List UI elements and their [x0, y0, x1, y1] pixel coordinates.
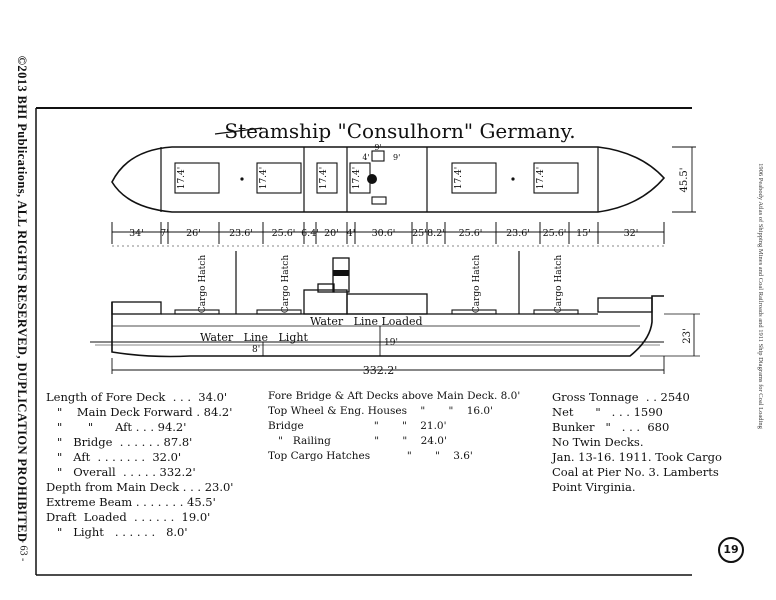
depth-label: 23': [682, 328, 693, 343]
spec-main-deck-aft: " " Aft . . . 94.2': [46, 420, 187, 434]
overall-label: 332.2': [363, 364, 398, 377]
water-line-light-label: Water Line Light: [200, 331, 308, 344]
elevation-hatch-labels: Cargo Hatch Cargo Hatch Cargo Hatch Carg…: [198, 255, 564, 313]
spec-railing-height: " Railing " " 24.0': [268, 435, 447, 447]
elevation-masts: [235, 251, 520, 314]
small-label-b: 4': [362, 153, 369, 162]
spec-beam: Extreme Beam . . . . . . . 45.5': [46, 495, 216, 509]
funnel-band: [333, 270, 349, 276]
spec-bridge-height: Bridge " " 21.0': [268, 420, 447, 432]
hatch-width-1: 17.4': [177, 167, 187, 190]
beam-label: 45.5': [679, 167, 690, 192]
draft-loaded-label: 19': [384, 338, 398, 348]
plate-number: 19: [718, 537, 744, 563]
plan-hull: [111, 146, 666, 213]
segment-label: 4': [347, 228, 356, 239]
spec-net-tonnage: Net " . . . 1590: [552, 405, 663, 419]
hatch-width-5: 17.4': [454, 167, 464, 190]
segment-label: 23.6': [229, 228, 253, 239]
elevation-hull: [111, 295, 664, 358]
mast-dot-aft: [511, 177, 515, 181]
elevation-superstructure: [111, 257, 653, 315]
hatch-width-labels: 17.4' 17.4' 17.4' 17.4' 17.4' 17.4' 9' 4…: [177, 143, 546, 189]
spec-fore-bridge-height: Fore Bridge & Aft Decks above Main Deck.…: [268, 390, 521, 402]
segment-label: 23.6': [506, 228, 530, 239]
spec-bunker: Bunker " . . . 680: [552, 420, 670, 434]
hatch-width-3: 17.4': [319, 167, 329, 190]
plan-bulkheads: [160, 147, 599, 212]
segment-label: 8.2': [427, 228, 445, 239]
mast-dot-fore: [240, 177, 244, 181]
spec-cargo-note-3: Point Virginia.: [552, 480, 636, 494]
spec-twin-decks: No Twin Decks.: [552, 435, 644, 449]
segment-labels: 34' 7' 26' 23.6' 25.6' 6.4' 20' 4' 30.6' 25'8.2' 2…: [129, 228, 638, 239]
hatch-width-2: 17.4': [259, 167, 269, 190]
water-line-loaded-label: Water Line Loaded: [310, 315, 423, 328]
spec-overall: " Overall . . . . . 332.2': [46, 465, 196, 479]
segment-label: 32': [624, 228, 639, 239]
cargo-hatch-label-1: Cargo Hatch: [198, 255, 208, 313]
segment-label: 26': [186, 228, 201, 239]
spec-fore-deck: Length of Fore Deck . . . 34.0': [46, 390, 228, 404]
segment-label: 15': [576, 228, 591, 239]
spec-aft: " Aft . . . . . . . 32.0': [46, 450, 182, 464]
segment-label: 30.6': [372, 228, 396, 239]
spec-cargo-note-1: Jan. 13-16. 1911. Took Cargo: [552, 450, 722, 464]
spec-cargo-note-2: Coal at Pier No. 3. Lamberts: [552, 465, 719, 479]
spec-gross-tonnage: Gross Tonnage . . 2540: [552, 390, 690, 404]
segment-label: 25.6': [459, 228, 483, 239]
spec-wheel-house-height: Top Wheel & Eng. Houses " " 16.0': [268, 405, 493, 417]
elevation-hatches: [174, 309, 579, 315]
title-strike: [214, 127, 263, 135]
hatch-width-4: 17.4': [352, 167, 362, 190]
ship-title: Steamship "Consulhorn" Germany.: [224, 119, 575, 143]
spec-main-deck-forward: " Main Deck Forward . 84.2': [46, 405, 233, 419]
segment-label: 20': [324, 228, 339, 239]
segment-label: 34': [129, 228, 144, 239]
cargo-hatch-label-2: Cargo Hatch: [281, 255, 291, 313]
funnel-circle: [367, 174, 377, 184]
hatch-width-6: 17.4': [536, 167, 546, 190]
draft-light-label: 8': [252, 345, 260, 355]
spec-cargo-hatch-height: Top Cargo Hatches " " 3.6': [268, 450, 473, 462]
small-label-a: 9': [374, 143, 381, 152]
segment-label: 6.4': [301, 228, 319, 239]
cargo-hatch-label-4: Cargo Hatch: [554, 255, 564, 313]
spec-draft-loaded: Draft Loaded . . . . . . 19.0': [46, 510, 211, 524]
segment-label: 25.6': [543, 228, 567, 239]
spec-draft-light: " Light . . . . . . 8.0': [46, 525, 188, 539]
spec-depth: Depth from Main Deck . . . 23.0': [46, 480, 234, 494]
segment-label: 25': [412, 228, 427, 239]
small-label-c: 9': [393, 153, 400, 162]
segment-label: 7': [160, 228, 169, 239]
spec-bridge: " Bridge . . . . . . 87.8': [46, 435, 193, 449]
cargo-hatch-label-3: Cargo Hatch: [472, 255, 482, 313]
segment-label: 25.6': [272, 228, 296, 239]
